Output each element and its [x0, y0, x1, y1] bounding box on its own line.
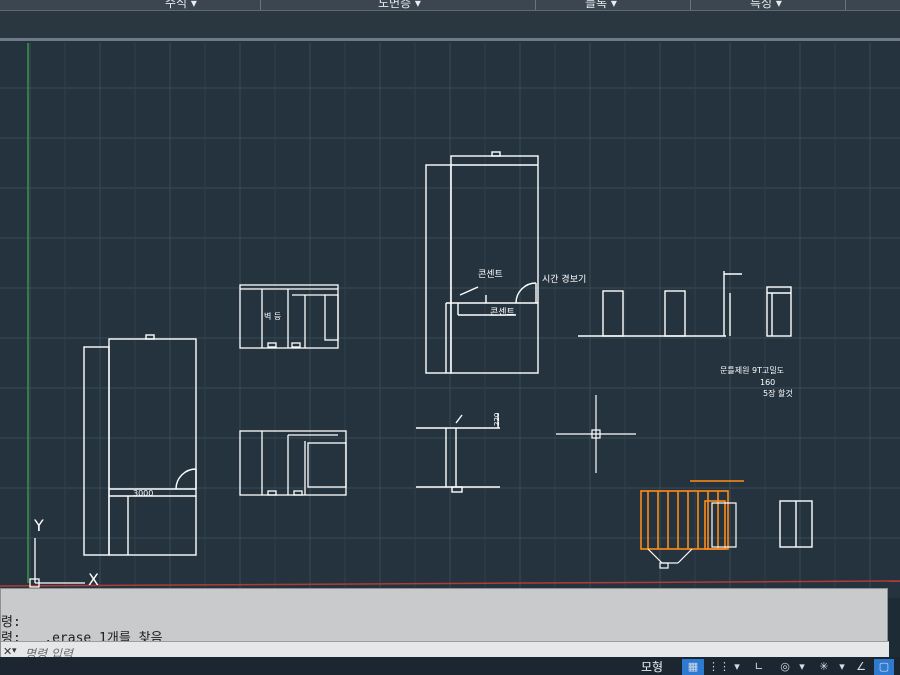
- close-icon[interactable]: ✕: [3, 645, 13, 658]
- snap-icon[interactable]: ⋮⋮: [708, 660, 730, 673]
- snap-dropdown-icon[interactable]: ▾: [734, 660, 740, 673]
- osnap-dropdown-icon[interactable]: ▾: [839, 660, 845, 673]
- ribbon-panel-block[interactable]: 블록 ▾: [585, 0, 617, 10]
- time-sensor-label: 시간 경보기: [542, 273, 586, 285]
- door-frame-note-3: 5장 할것: [763, 388, 793, 398]
- ribbon-panel-bar: 수식 ▾ 도면층 ▾ 블록 ▾ 특성 ▾: [0, 0, 900, 11]
- consent-bottom-label: 콘센트: [490, 307, 515, 318]
- ribbon-panel-annotation[interactable]: 수식 ▾: [165, 0, 197, 10]
- polar-dropdown-icon[interactable]: ▾: [799, 660, 805, 673]
- ortho-icon[interactable]: ∟: [754, 660, 764, 673]
- consent-top-label: 콘센트: [478, 269, 503, 280]
- ribbon-panel-layers[interactable]: 도면층 ▾: [378, 0, 421, 10]
- crosshair-cursor: [556, 395, 636, 473]
- status-bar: 모형 ▦ ⋮⋮ ▾ ∟ ◎ ▾ ✳ ▾ ∠ ▢: [0, 657, 900, 675]
- small-dim-label: 220: [493, 413, 501, 426]
- left-tall-elevation[interactable]: [83, 334, 197, 556]
- center-tall-elevation[interactable]: [425, 151, 539, 374]
- file-tab-strip: [0, 11, 900, 38]
- grid-icon[interactable]: ▦: [682, 659, 704, 675]
- center-small-section[interactable]: [416, 413, 500, 493]
- x-axis-line: [0, 580, 900, 587]
- ribbon-separator: [690, 0, 691, 10]
- right-section-elevation[interactable]: [578, 271, 792, 337]
- grid-lines: [0, 43, 900, 601]
- osnap-icon[interactable]: ✳: [819, 660, 829, 673]
- door-frame-note-2: 160: [760, 378, 775, 387]
- drawing-canvas[interactable]: Y X 3000 벽 등: [0, 38, 900, 601]
- dim-3000-label: 3000: [133, 489, 153, 498]
- prompt-arrow-icon[interactable]: ▾: [12, 646, 17, 656]
- ribbon-separator: [260, 0, 261, 10]
- selected-object-base: [647, 502, 737, 569]
- ribbon-separator: [535, 0, 536, 10]
- model-space-tab[interactable]: 모형: [640, 660, 664, 674]
- workspace-icon[interactable]: ▢: [874, 659, 894, 675]
- door-frame-note-1: 문틀제원 9T고밀도: [720, 366, 784, 375]
- command-window[interactable]: 령: 령: _.erase 1개를 찾음 ✕ ▾: [0, 588, 889, 666]
- command-history-line: 령:: [1, 615, 21, 630]
- selected-section-object[interactable]: [640, 480, 744, 550]
- ucs-y-label: Y: [33, 516, 44, 535]
- small-elevation-1[interactable]: [239, 284, 339, 349]
- wall-light-label: 벽 등: [264, 311, 281, 321]
- lineweight-icon[interactable]: ∠: [856, 660, 866, 673]
- ucs-icon: [29, 538, 85, 588]
- grid-minor-lines: [64, 43, 836, 601]
- cad-drawing: Y X 3000 벽 등: [0, 43, 900, 601]
- ucs-x-label: X: [88, 570, 99, 589]
- ribbon-panel-properties[interactable]: 특성 ▾: [750, 0, 782, 10]
- small-elevation-2[interactable]: [239, 430, 347, 496]
- right-door-elevation[interactable]: [779, 500, 813, 548]
- ribbon-separator: [845, 0, 846, 10]
- polar-icon[interactable]: ◎: [780, 660, 790, 673]
